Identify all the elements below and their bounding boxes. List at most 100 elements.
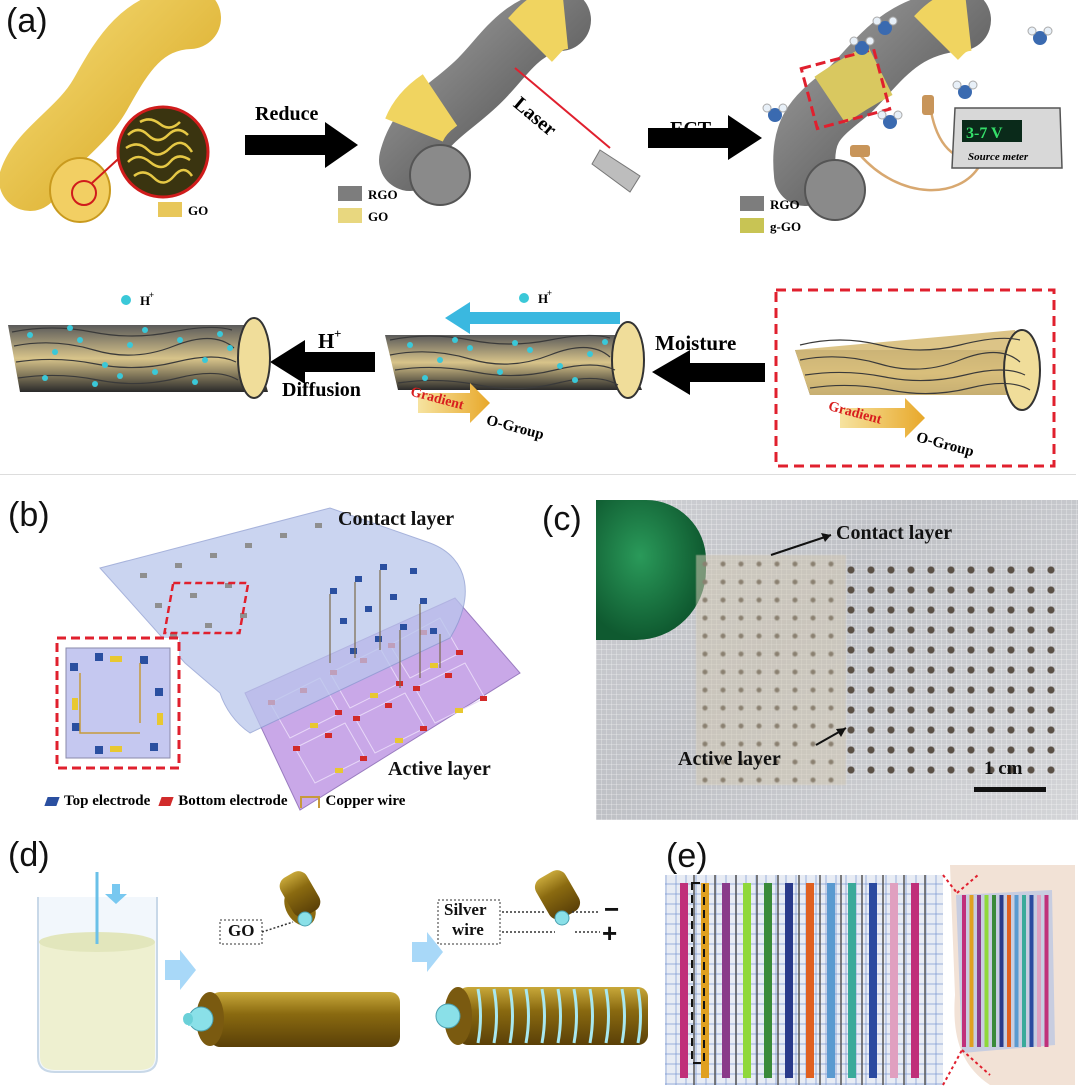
reduce-arrow — [245, 122, 358, 168]
panel-d-label: (d) — [8, 836, 50, 874]
arm-fiber-strip — [999, 895, 1004, 1047]
fiber-strip — [911, 883, 919, 1078]
silver-wire-label-1: Silver — [444, 900, 487, 919]
fiber-strip — [764, 883, 772, 1078]
legend-swatch-ggo — [740, 218, 764, 233]
gradient-arrow-2 — [840, 398, 925, 438]
fiber-strip — [806, 883, 814, 1078]
diffusion-label: Diffusion — [282, 379, 361, 401]
reduce-label: Reduce — [255, 103, 318, 125]
ogroup-label-2: O-Group — [914, 430, 975, 461]
legend-swatch-rgo-3 — [740, 196, 764, 211]
arm-fiber-strip — [992, 895, 996, 1047]
moisture-label: Moisture — [655, 331, 736, 355]
panel-c: (c) Contact layer Active layer 1 cm — [542, 500, 1080, 822]
fiber-strip — [743, 883, 751, 1078]
water-molecules — [762, 16, 1053, 129]
arm-fiber-strip — [1037, 895, 1041, 1047]
contact-layer-photo — [696, 555, 846, 785]
contact-layer-label: Contact layer — [338, 508, 455, 530]
panel-b: (b) — [0, 488, 590, 823]
voltage-readout: 3-7 V — [966, 125, 1003, 142]
fiber-cut-middle — [385, 321, 645, 399]
diffusion-arrow — [270, 340, 375, 384]
panel-d: (d) — [0, 832, 660, 1090]
inset-cell — [65, 647, 171, 759]
bottom-electrode-label: Bottom electrode — [178, 793, 288, 809]
copper-wire-label: Copper wire — [325, 793, 406, 809]
go-label-d: GO — [228, 921, 255, 940]
scale-bar — [974, 787, 1046, 792]
legend-swatch-go-2 — [338, 208, 362, 223]
panel-a-graphic: GO Reduce Laser RGO GO ECT — [0, 0, 1063, 468]
fiber-cut-right — [795, 329, 1041, 411]
panel-a-label: (a) — [6, 2, 48, 40]
glove — [596, 500, 706, 640]
plus-sign: + — [602, 918, 618, 948]
panel-e-label: (e) — [666, 837, 708, 875]
legend-text-go: GO — [188, 203, 208, 218]
source-meter-label: Source meter — [968, 151, 1029, 163]
panel-e-graphic — [680, 865, 1075, 1086]
contact-layer-sheet — [99, 507, 466, 734]
arm-fiber-strip — [1014, 895, 1019, 1047]
legend-swatch-go — [158, 202, 182, 217]
active-layer-label: Active layer — [388, 758, 491, 780]
svg-text:+: + — [547, 288, 552, 298]
panel-b-graphic — [55, 507, 521, 811]
copper-wire-icon — [299, 795, 320, 808]
arm-fiber-strip — [1029, 895, 1034, 1047]
h-diffusion-label: H — [318, 329, 334, 353]
fiber-strip — [869, 883, 877, 1078]
proton-icon-2 — [519, 293, 529, 303]
arm-fiber-strip — [1022, 895, 1026, 1047]
panel-a: (a) — [0, 0, 1080, 480]
arm-fiber-strip — [969, 895, 974, 1047]
active-layer-photo — [841, 560, 1056, 785]
panel-c-arrows — [770, 533, 1046, 792]
fiber-cut-left — [8, 317, 271, 399]
arm-fiber-strip — [1044, 895, 1049, 1047]
fiber-strip — [848, 883, 856, 1078]
svg-text:+: + — [149, 290, 154, 300]
rgo-fiber-illustration — [379, 0, 641, 206]
highlight-dashed-box — [774, 288, 1056, 468]
ogroup-label-1: O-Group — [484, 413, 545, 444]
arm-fiber-strip — [1007, 895, 1011, 1047]
go-fiber-illustration — [0, 0, 221, 223]
fiber-strip — [827, 883, 835, 1078]
legend-text-go-2: GO — [368, 209, 388, 224]
contact-layer-label-c: Contact layer — [836, 522, 953, 544]
cell-highlight-box — [162, 581, 250, 635]
legend-text-rgo-1: RGO — [368, 187, 398, 202]
active-layer-label-c: Active layer — [678, 748, 781, 770]
arm-fiber-strip — [962, 895, 966, 1047]
proton-icon-1 — [121, 295, 131, 305]
h-plus-label-1: H — [140, 293, 150, 308]
silver-wire-label-2: wire — [452, 920, 484, 939]
fiber-strip — [890, 883, 898, 1078]
h-plus-label-2: H — [538, 291, 548, 306]
fiber-strip — [722, 883, 730, 1078]
legend-text-ggo: g-GO — [770, 219, 801, 234]
arm-fiber-strip — [984, 895, 989, 1047]
legend-swatch-rgo-1 — [338, 186, 362, 201]
panel-a-border — [0, 262, 1076, 475]
legend-text-rgo-3: RGO — [770, 197, 800, 212]
top-electrode-icon — [44, 797, 60, 806]
scale-bar-label: 1 cm — [984, 758, 1023, 779]
panel-d-graphic — [37, 870, 648, 1073]
panel-e: (e) — [660, 835, 1080, 1090]
panel-b-label: (b) — [8, 496, 50, 534]
top-electrode-label: Top electrode — [64, 793, 151, 809]
fiber-strip — [785, 883, 793, 1078]
svg-text:+: + — [334, 326, 341, 341]
bottom-electrode-icon — [158, 797, 174, 806]
panel-c-label: (c) — [542, 500, 582, 538]
ect-arrow — [648, 115, 762, 160]
moisture-arrow — [652, 350, 765, 395]
minus-sign: − — [604, 894, 620, 924]
panel-b-legend: Top electrode Bottom electrode Copper wi… — [44, 793, 406, 810]
ggo-fiber-illustration — [762, 0, 1063, 221]
proton-flow-arrow — [445, 302, 620, 334]
